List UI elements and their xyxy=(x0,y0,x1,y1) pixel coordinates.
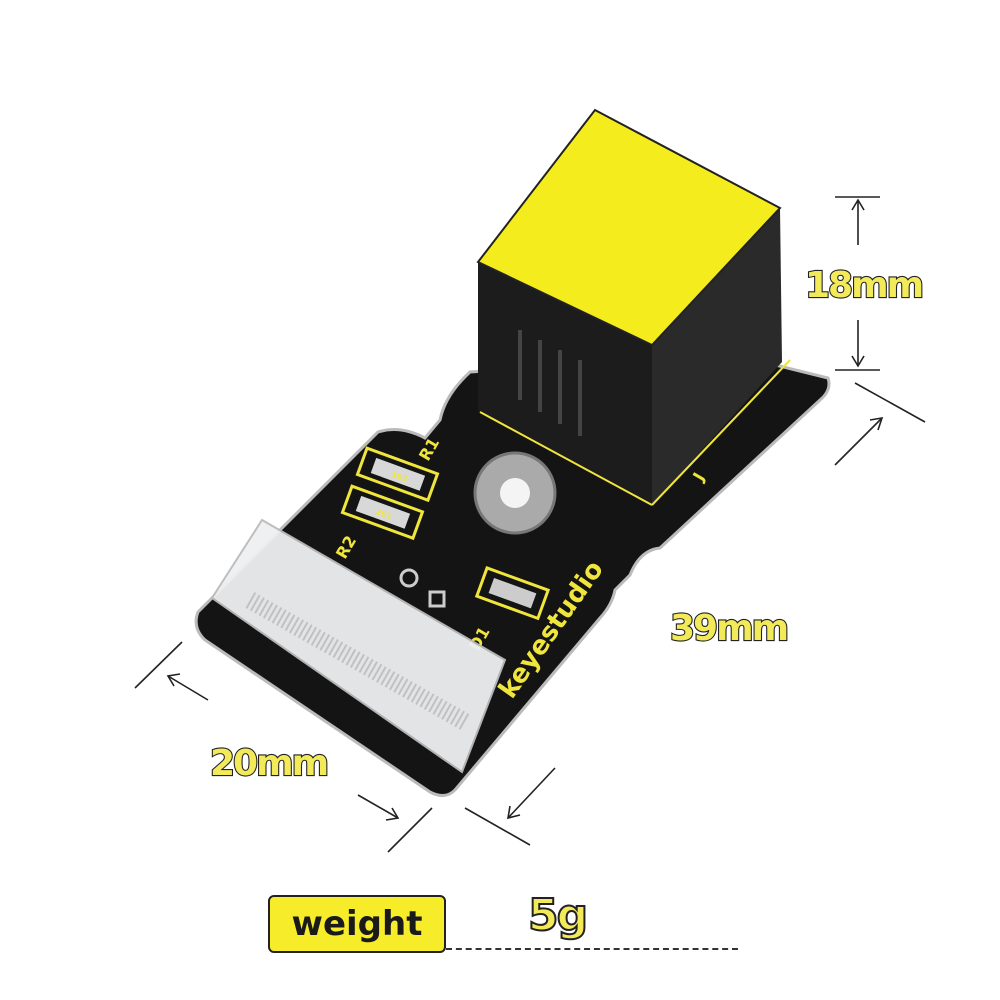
rj-jack-slots xyxy=(518,330,582,436)
resistor-r2 xyxy=(355,495,411,529)
weight-label: weight xyxy=(268,895,446,953)
dimension-width: 20mm xyxy=(210,743,327,784)
dimension-length: 39mm xyxy=(670,608,787,649)
rj-jack-top xyxy=(476,108,782,347)
resistor-r1 xyxy=(370,457,426,491)
weight-dashed-line xyxy=(446,948,738,950)
pad-round xyxy=(399,568,419,588)
dimension-height: 18mm xyxy=(805,265,922,306)
rj-jack-front xyxy=(478,262,652,505)
pad-square xyxy=(428,590,446,608)
led-d1 xyxy=(488,577,537,609)
dimension-lines xyxy=(134,196,926,853)
weight-value: 5g xyxy=(527,889,589,942)
rj-jack-side xyxy=(652,208,782,505)
